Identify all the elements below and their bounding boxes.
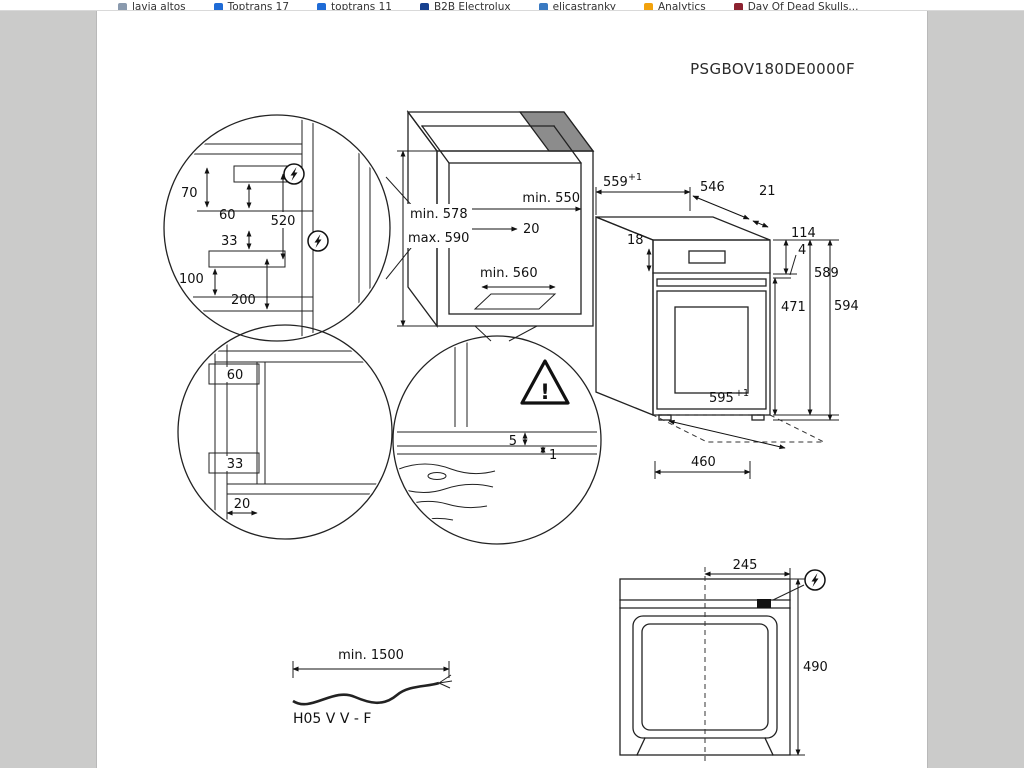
- bookmarks-bar: lavia altos Toptrans 17 toptrans 11 B2B …: [0, 0, 1024, 11]
- bookmark-label: Analytics: [658, 1, 706, 11]
- bookmark-item-toptrans-11[interactable]: toptrans 11: [317, 1, 392, 11]
- dim-460: 460: [691, 455, 716, 470]
- dim-max-590: max. 590: [408, 231, 469, 246]
- bookmark-favicon: [419, 2, 429, 10]
- dim-471: 471: [781, 300, 806, 315]
- cable-length: min. 1500: [338, 648, 404, 663]
- bookmark-label: B2B Electrolux: [433, 1, 511, 11]
- oven-window: [674, 306, 749, 394]
- warning-triangle-icon: [520, 359, 570, 405]
- bookmark-favicon: [317, 2, 327, 10]
- oven-door: [656, 290, 767, 410]
- top-rail-shaded: [518, 111, 595, 152]
- bookmark-item-day-of-dead[interactable]: Day Of Dead Skulls...: [733, 1, 859, 11]
- dim-100: 100: [179, 272, 204, 287]
- screw-strip-lower: [208, 250, 286, 268]
- dim-520: 520: [271, 214, 296, 229]
- dim-18: 18: [627, 233, 644, 248]
- bookmark-item-elicastranky[interactable]: elicastranky: [538, 1, 616, 11]
- dim-20: 20: [523, 222, 540, 237]
- dim-200: 200: [231, 293, 256, 308]
- cord-entry: [757, 599, 771, 608]
- bookmark-item-analytics[interactable]: Analytics: [644, 1, 706, 11]
- warning-exclamation: !: [540, 380, 550, 404]
- dim-1: 1: [549, 448, 557, 463]
- dim-245: 245: [733, 558, 758, 573]
- dim-60: 60: [219, 208, 236, 223]
- bookmark-favicon: [213, 2, 223, 10]
- niche-footprint: [652, 414, 825, 443]
- bookmark-favicon: [733, 2, 743, 10]
- dim-33: 33: [221, 234, 238, 249]
- bookmark-label: lavia altos: [132, 1, 186, 11]
- cable-wires: [438, 674, 453, 689]
- mains-cable: min. 1500 H05 V V - F: [292, 648, 453, 727]
- dim-559: 559: [603, 175, 628, 190]
- detail-circle: [163, 114, 391, 342]
- dim-min-550: min. 550: [522, 191, 580, 206]
- bookmark-item-lavia-altos[interactable]: lavia altos: [118, 1, 186, 11]
- bookmark-item-b2b-electrolux[interactable]: B2B Electrolux: [419, 1, 511, 11]
- screw-strip-side: [208, 452, 260, 474]
- bookmark-favicon: [538, 2, 548, 10]
- detail-circle: [392, 335, 602, 545]
- dim-4: 4: [798, 243, 806, 258]
- dim-559-tol: +1: [628, 172, 642, 183]
- wall-mount-detail: 70 60 520 33 100 200: [163, 114, 416, 342]
- dim-114: 114: [791, 226, 816, 241]
- oven-top-view: 245 490: [619, 558, 828, 763]
- bookmark-item-toptrans-17[interactable]: Toptrans 17: [213, 1, 290, 11]
- dim-595-tol: +1: [735, 388, 749, 399]
- power-symbol-icon: [283, 163, 305, 185]
- callout-wedge: [474, 325, 538, 342]
- dim-20-floor: 20: [234, 497, 251, 512]
- detail-circle: [177, 324, 393, 540]
- oven-view: 559 +1 546 21 18 114 4 471 589 594 595 +…: [595, 172, 859, 479]
- power-symbol-icon: [307, 230, 329, 252]
- oven-handle: [656, 278, 767, 287]
- bookmark-label: Toptrans 17: [227, 1, 290, 11]
- installation-drawing: PSGBOV180DE0000F 70 60: [163, 60, 859, 763]
- bookmark-label: toptrans 11: [331, 1, 392, 11]
- dim-60-floor: 60: [227, 368, 244, 383]
- power-symbol-icon: [804, 569, 826, 591]
- worktop-gap-detail: ! 5 1: [392, 335, 602, 545]
- document-page: PSGBOV180DE0000F 70 60: [97, 11, 927, 768]
- dim-70: 70: [181, 186, 198, 201]
- floor-strip: [473, 293, 557, 310]
- dim-490: 490: [803, 660, 828, 675]
- dim-min-560: min. 560: [480, 266, 538, 281]
- part-number: PSGBOV180DE0000F: [690, 60, 855, 78]
- dim-594: 594: [834, 299, 859, 314]
- dim-33-floor: 33: [227, 457, 244, 472]
- bookmark-favicon: [118, 2, 127, 10]
- bookmark-label: elicastranky: [552, 1, 616, 11]
- bookmark-favicon: [644, 2, 653, 10]
- bookmark-label: Day Of Dead Skulls...: [747, 1, 859, 11]
- screw-strip-top: [208, 363, 260, 385]
- dim-546: 546: [700, 180, 725, 195]
- floor-corner-detail: 60 33 20: [177, 324, 393, 540]
- cable-type: H05 V V - F: [293, 711, 371, 727]
- dim-595: 595: [709, 391, 734, 406]
- dim-min-578: min. 578: [410, 207, 468, 222]
- cabinet-niche: min. 550 20 min. 578 max. 590 min. 560: [397, 110, 595, 342]
- dim-589: 589: [814, 266, 839, 281]
- oven-display: [688, 250, 726, 264]
- dim-21: 21: [759, 184, 776, 199]
- callout-wedge: [385, 176, 416, 280]
- dim-5: 5: [509, 434, 517, 449]
- cable-curve: [292, 681, 440, 706]
